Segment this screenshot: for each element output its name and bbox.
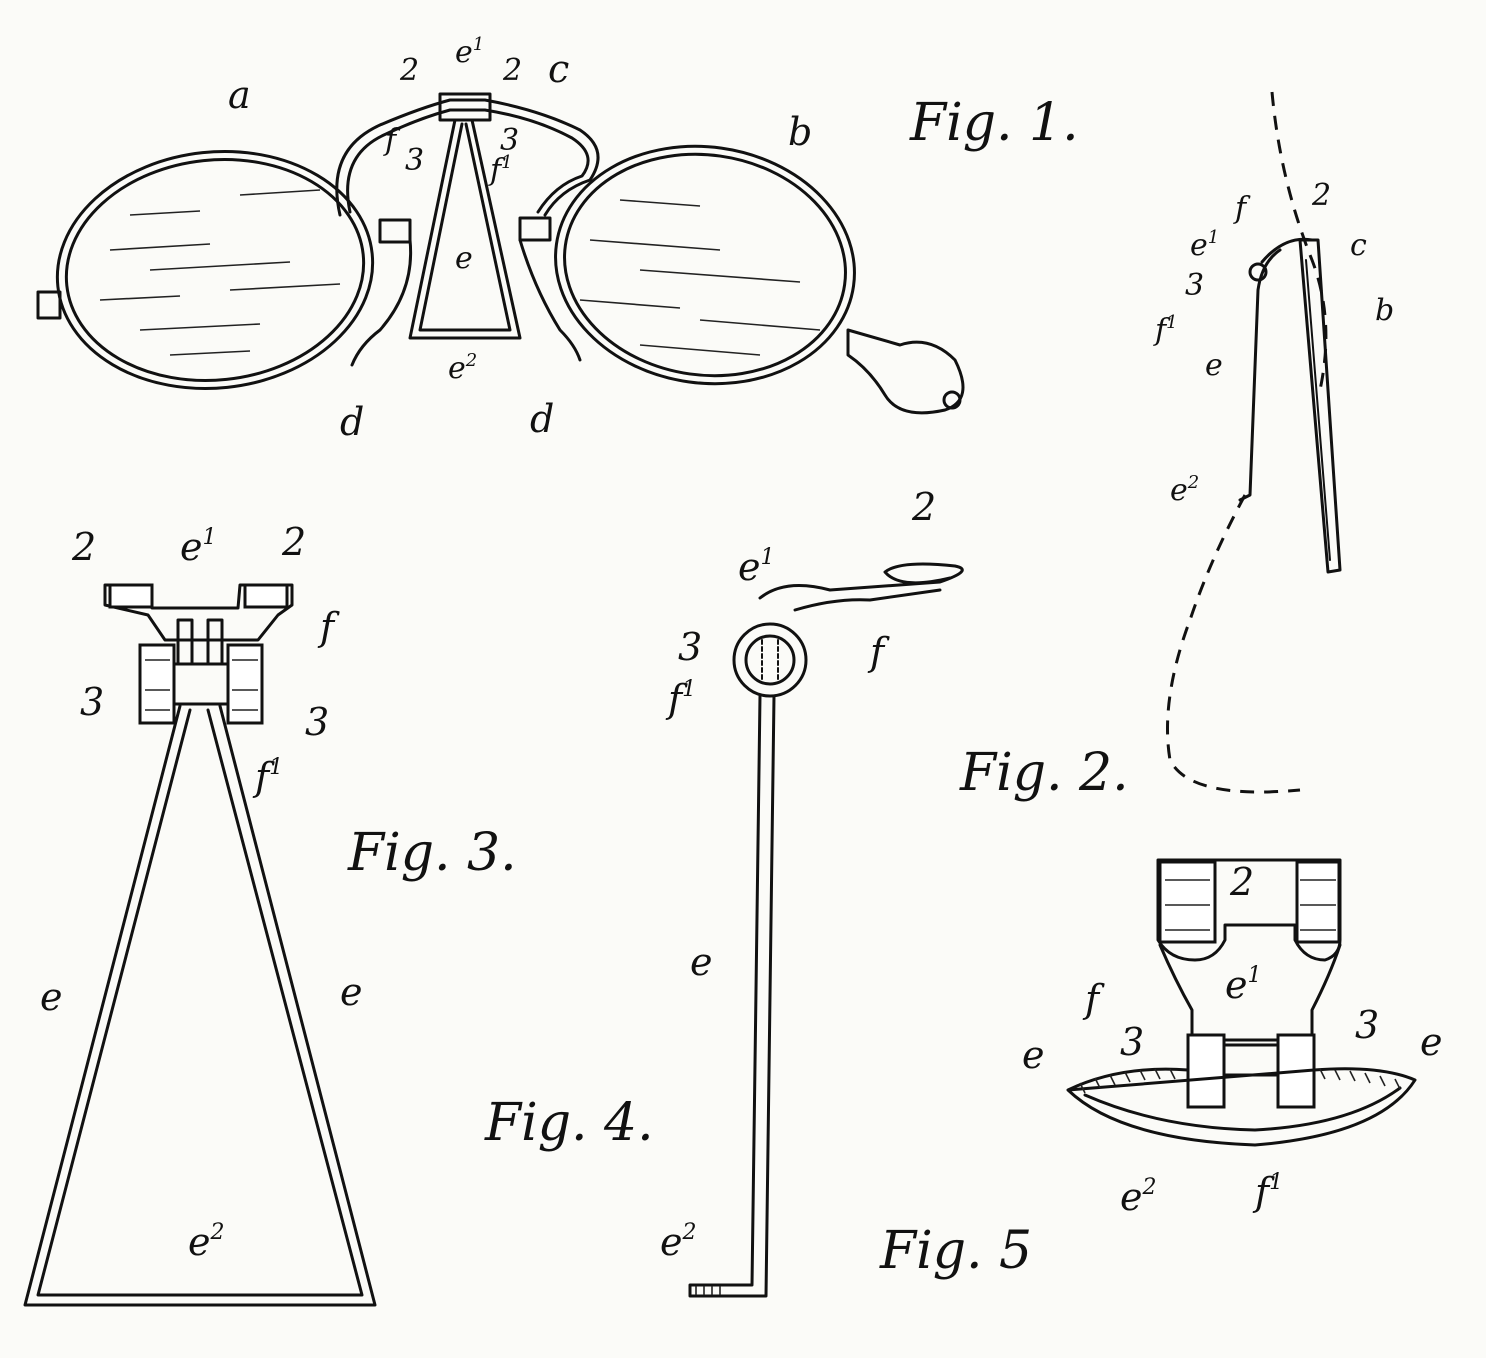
fig3-label-e1: e1 [180, 525, 217, 569]
fig1-label-3-left: 3 [405, 143, 424, 178]
fig5-label-3-right: 3 [1355, 1003, 1379, 1047]
fig4-caption: Fig. 4. [484, 1093, 654, 1153]
fig4-label-e: e [690, 940, 713, 984]
fig3-label-f: f [317, 605, 340, 649]
fig1-label-2-left: 2 [399, 53, 419, 88]
fig1-label-3-right: 3 [500, 123, 519, 158]
fig2-label-b: b [1375, 293, 1394, 328]
fig2-label-e2: e2 [1170, 472, 1199, 508]
fig2-label-c: c [1350, 228, 1367, 263]
fig2-label-e: e [1205, 348, 1223, 383]
fig2-caption: Fig. 2. [959, 743, 1129, 803]
fig1-label-a: a [228, 73, 251, 117]
fig1-label-b: b [788, 110, 812, 154]
fig1-label-e: e [455, 241, 473, 276]
fig1-lens-a [38, 136, 384, 404]
fig3-caption: Fig. 3. [347, 823, 517, 883]
fig2-label-f: f [1233, 191, 1251, 226]
fig4-label-f: f [867, 630, 890, 674]
fig5-label-3-left: 3 [1120, 1020, 1144, 1064]
fig1-spring-c [337, 100, 598, 215]
fig5-label-2: 2 [1229, 860, 1254, 904]
fig3-label-3-right: 3 [305, 700, 329, 744]
fig1-label-d-right: d [530, 397, 554, 441]
fig3-label-e-left: e [40, 975, 63, 1019]
fig5-label-f: f [1082, 977, 1105, 1021]
fig5-label-e1: e1 [1225, 963, 1262, 1007]
fig1-label-e1: e1 [455, 34, 484, 70]
fig2-label-f1: f1 [1153, 312, 1178, 348]
fig4-label-e1: e1 [738, 545, 775, 589]
fig1-label-c: c [548, 47, 569, 91]
fig2-label-2: 2 [1311, 178, 1331, 213]
fig4-label-3: 3 [678, 625, 702, 669]
fig5-label-f1: f1 [1252, 1170, 1283, 1214]
fig5-label-e-left: e [1022, 1033, 1045, 1077]
fig3-label-f1: f1 [252, 755, 283, 799]
fig4-label-f1: f1 [665, 677, 696, 721]
fig1-label-2-right: 2 [502, 53, 522, 88]
fig1-caption: Fig. 1. [909, 93, 1079, 153]
fig1-label-e2: e2 [448, 350, 477, 386]
fig3-label-e2: e2 [188, 1220, 225, 1264]
fig3-label-2-left: 2 [71, 525, 96, 569]
fig3-guard [25, 585, 375, 1305]
fig5-label-e2: e2 [1120, 1175, 1157, 1219]
fig1-label-d-left: d [340, 400, 364, 444]
fig2-label-e1: e1 [1190, 227, 1219, 263]
fig4-label-2: 2 [911, 485, 936, 529]
fig4-label-e2: e2 [660, 1220, 697, 1264]
fig4-guard-side [690, 564, 962, 1296]
fig2-label-3: 3 [1185, 268, 1204, 303]
fig3-label-3-left: 3 [80, 680, 104, 724]
fig3-label-2-right: 2 [281, 520, 306, 564]
fig3-label-e-right: e [340, 970, 363, 1014]
fig1-lens-b [540, 127, 963, 413]
fig5-label-e-right: e [1420, 1020, 1443, 1064]
fig5-caption: Fig. 5 [879, 1221, 1032, 1281]
